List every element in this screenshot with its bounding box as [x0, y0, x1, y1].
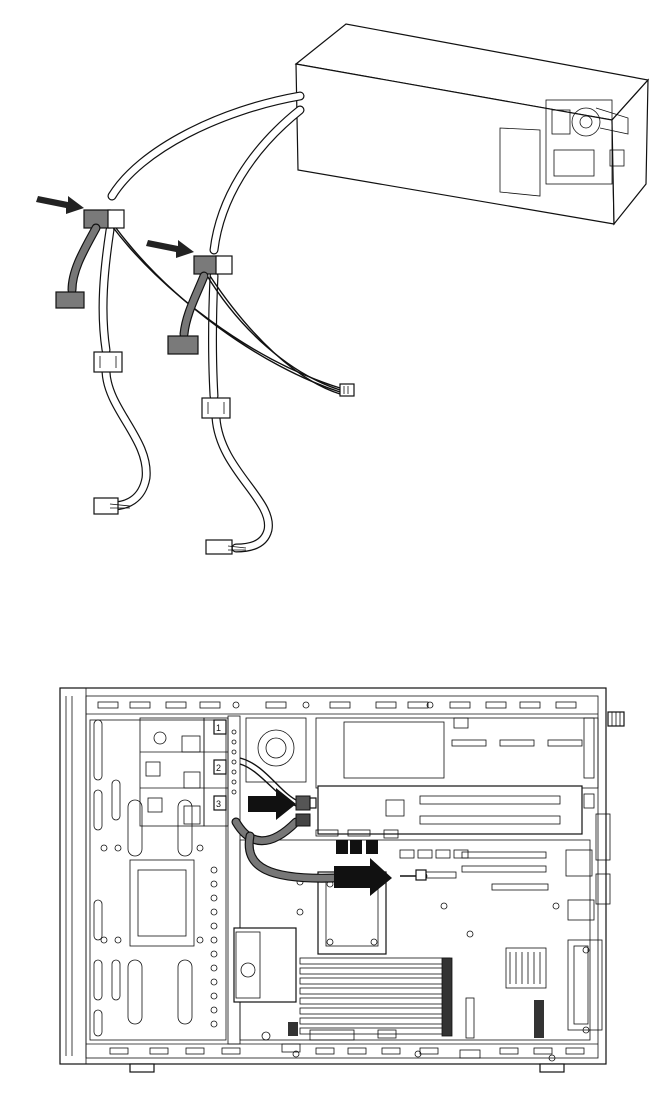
power-supply-unit [296, 24, 648, 224]
connector-right-mid [202, 398, 230, 418]
small-signal-connector [340, 384, 354, 396]
arrow-right-icon [146, 240, 194, 258]
connector-right-pigtail [168, 276, 204, 354]
bay-3-label: 3 [216, 799, 221, 809]
connector-left-top [84, 210, 124, 228]
arrow-left-icon [36, 196, 84, 214]
power-supply-illustration [36, 24, 648, 554]
bay-1-label: 1 [216, 723, 221, 733]
cable-bundle-right [213, 110, 301, 548]
riser-board [318, 786, 594, 834]
server-chassis-illustration: 1 2 3 [60, 688, 624, 1072]
drive-carrier [234, 928, 296, 1002]
bay-2-label: 2 [216, 763, 221, 773]
connector-left-pigtail [56, 228, 96, 308]
signal-wires [112, 226, 354, 396]
chassis-foot-front [130, 1064, 154, 1072]
chassis-foot-rear [540, 1064, 564, 1072]
cable-bundle-left [103, 96, 300, 506]
connector-left-mid [94, 352, 122, 372]
connector-right-top [194, 256, 232, 274]
